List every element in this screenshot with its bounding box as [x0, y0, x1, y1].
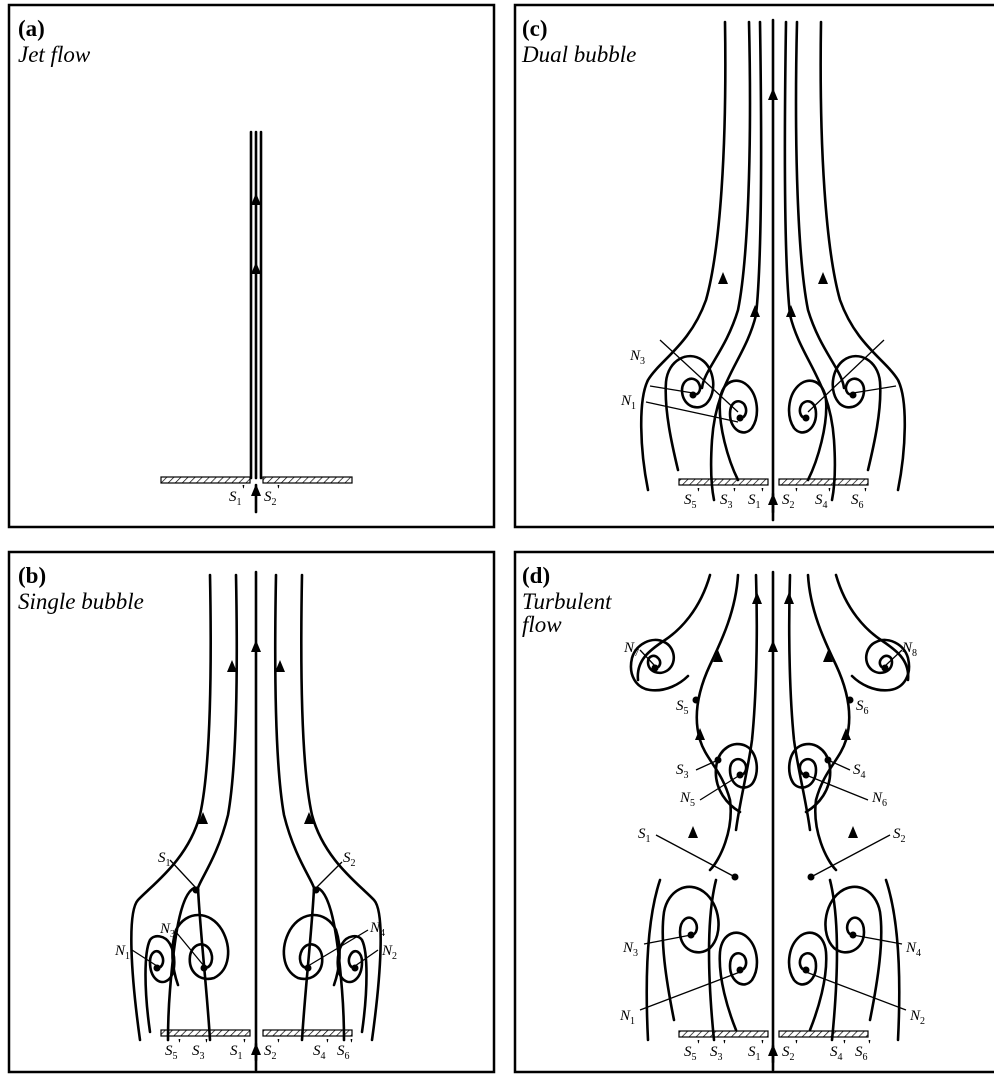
label-S4: S4: [853, 762, 866, 781]
orifice-plate-left: [161, 1030, 250, 1036]
label-S3: S3: [676, 762, 689, 781]
panel-turbulent-flow: (d) Turbulent flow: [515, 552, 994, 1072]
label-N1: N1: [114, 943, 130, 962]
label-S5: S5: [676, 698, 689, 717]
panel-dual-bubble: (c) Dual bubble: [515, 5, 994, 527]
panel-frame: [515, 5, 994, 527]
label-S5-prime: S5': [684, 486, 700, 511]
panel-title: Single bubble: [18, 589, 144, 614]
panel-tag: (b): [18, 563, 46, 588]
streamlines: [251, 132, 261, 512]
label-S4-prime: S4': [830, 1038, 846, 1063]
panel-title-line2: flow: [522, 612, 562, 637]
label-S6: S6: [856, 698, 869, 717]
panel-frame: [515, 552, 994, 1072]
label-N4: N4: [905, 940, 921, 959]
label-S3-prime: S3': [192, 1037, 208, 1062]
panel-title: Jet flow: [18, 42, 91, 67]
orifice-plate-right: [779, 1031, 868, 1037]
orifice-plate-left: [679, 1031, 768, 1037]
label-S2-prime: S2': [782, 1038, 798, 1063]
panel-tag: (a): [18, 16, 45, 41]
label-S4-prime: S4': [313, 1037, 329, 1062]
panel-title: Dual bubble: [521, 42, 636, 67]
orifice-plate-left: [679, 479, 768, 485]
label-N4: N4: [369, 920, 385, 939]
panel-title-line1: Turbulent: [522, 589, 612, 614]
panel-frame: [9, 552, 494, 1072]
point-labels: N3 N1 S5' S3' S1' S2' S4' S6': [620, 348, 867, 511]
label-S1: S1: [158, 850, 171, 869]
label-S2-prime: S2': [264, 1037, 280, 1062]
label-N2: N2: [909, 1008, 925, 1027]
label-N8: N8: [901, 640, 917, 659]
label-S2: S2: [343, 850, 356, 869]
label-S3-prime: S3': [720, 486, 736, 511]
label-N3: N3: [622, 940, 638, 959]
label-S1-prime: S1': [748, 486, 764, 511]
label-S1-prime: S1': [229, 483, 245, 508]
orifice-plate-left: [161, 477, 250, 483]
label-S3-prime: S3': [710, 1038, 726, 1063]
label-N2: N2: [381, 943, 397, 962]
orifice-plate-right: [263, 1030, 352, 1036]
label-N1: N1: [619, 1008, 635, 1027]
panel-jet-flow: (a) Jet flow S1' S2': [9, 5, 494, 527]
label-S6-prime: S6': [855, 1038, 871, 1063]
panel-tag: (c): [522, 16, 548, 41]
label-N7: N7: [623, 640, 639, 659]
label-S6-prime: S6': [337, 1037, 353, 1062]
label-N6: N6: [871, 790, 887, 809]
label-S6-prime: S6': [851, 486, 867, 511]
label-S1: S1: [638, 826, 651, 845]
label-N5: N5: [679, 790, 695, 809]
panel-tag: (d): [522, 563, 550, 588]
label-S2-prime: S2': [782, 486, 798, 511]
label-S2-prime: S2': [264, 483, 280, 508]
label-S4-prime: S4': [815, 486, 831, 511]
label-N3: N3: [629, 348, 645, 367]
label-S5-prime: S5': [684, 1038, 700, 1063]
label-S1-prime: S1': [748, 1038, 764, 1063]
label-S2: S2: [893, 826, 906, 845]
panel-single-bubble: (b) Single bubble: [9, 552, 494, 1072]
label-S1-prime: S1': [230, 1037, 246, 1062]
label-N1: N1: [620, 393, 636, 412]
orifice-plate-right: [779, 479, 868, 485]
